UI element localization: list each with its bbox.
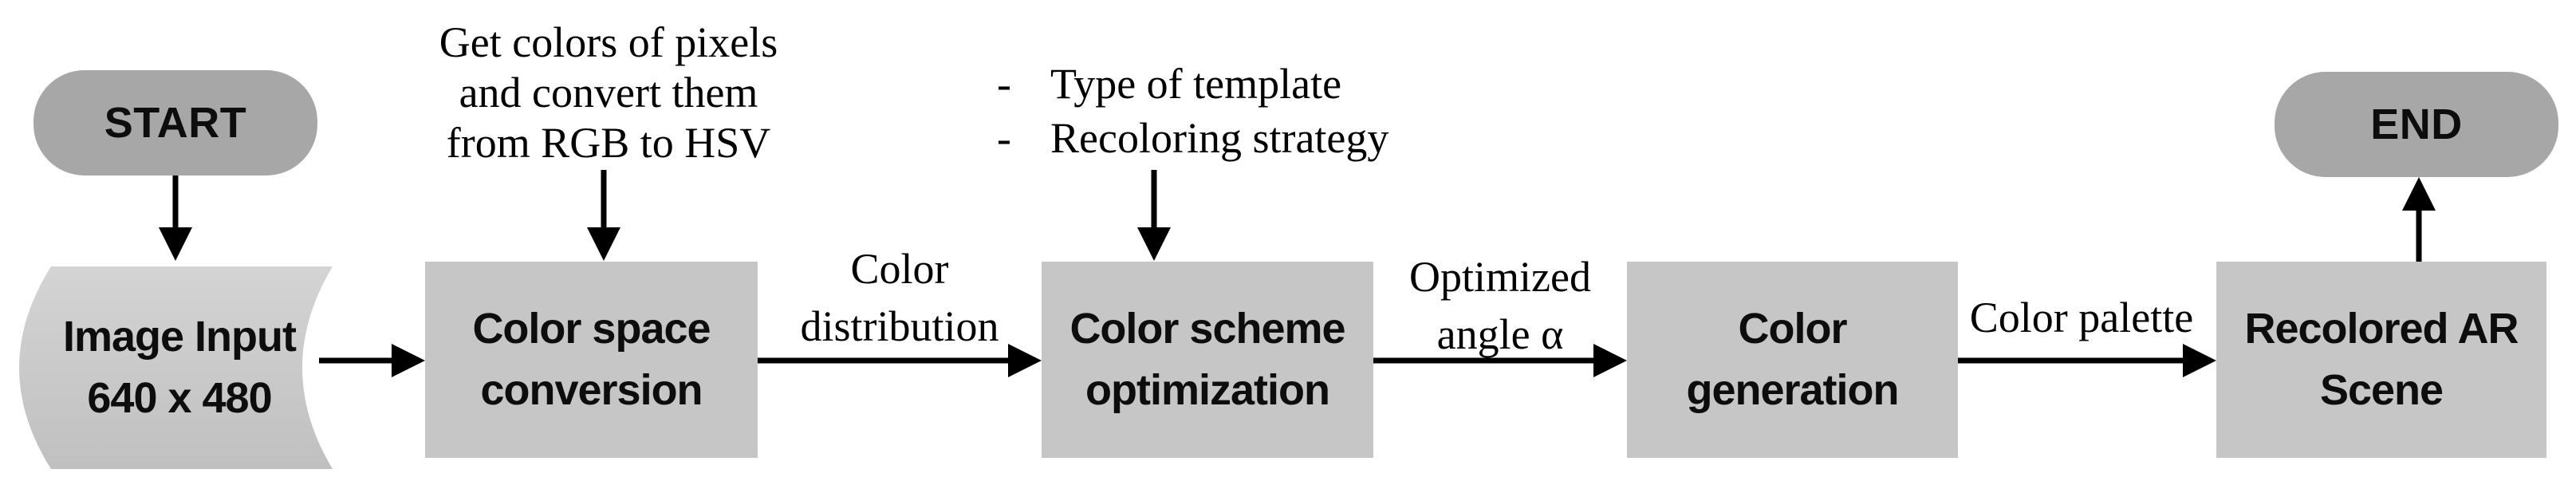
recolored-ar-scene-line1: Recolored AR <box>2244 305 2519 353</box>
color-generation-line1: Color <box>1738 305 1848 353</box>
end-node: END <box>2275 72 2558 177</box>
rgb-to-hsv-annotation: Get colors of pixels and convert them fr… <box>393 18 824 168</box>
image-input-line1: Image Input <box>62 313 297 361</box>
bullet-type-of-template: - Type of template <box>989 57 1499 111</box>
rgb-to-hsv-annotation-line3: from RGB to HSV <box>446 119 771 167</box>
recolored-ar-scene-line2: Scene <box>2319 366 2444 414</box>
bullet-recoloring-strategy-text: Recoloring strategy <box>1050 114 1389 162</box>
optimization-inputs-annotation: - Type of template - Recoloring strategy <box>989 57 1499 165</box>
image-input-line2: 640 x 480 <box>87 374 272 422</box>
edge-label-color-distribution: Color distribution <box>740 240 1059 355</box>
color-scheme-optimization-node: Color scheme optimization <box>1042 262 1373 458</box>
rgb-to-hsv-annotation-line2: and convert them <box>459 69 758 116</box>
edge-label-optimized-angle-line1: Optimized <box>1409 253 1591 301</box>
color-generation-line2: generation <box>1686 366 1899 414</box>
bullet-dash: - <box>997 114 1011 162</box>
edge-label-optimized-angle: Optimized angle α <box>1341 248 1660 363</box>
color-scheme-optimization-line2: optimization <box>1085 366 1330 414</box>
edge-label-color-distribution-line1: Color <box>850 245 949 293</box>
start-node: START <box>33 70 317 175</box>
rgb-to-hsv-annotation-line1: Get colors of pixels <box>439 18 778 66</box>
bullet-type-of-template-text: Type of template <box>1050 60 1342 108</box>
bullet-dash: - <box>997 60 1011 108</box>
color-space-conversion-line1: Color space <box>472 305 711 353</box>
edge-label-color-palette: Color palette <box>1969 294 2194 341</box>
image-input-node-label: Image Input 640 x 480 <box>24 266 335 469</box>
color-space-conversion-node: Color space conversion <box>425 262 758 458</box>
edge-label-optimized-angle-line2: angle α <box>1436 310 1564 358</box>
color-generation-node: Color generation <box>1627 262 1958 458</box>
image-input-shape <box>19 266 333 469</box>
recolored-ar-scene-node: Recolored AR Scene <box>2216 262 2546 458</box>
bullet-recoloring-strategy: - Recoloring strategy <box>989 111 1499 165</box>
edge-label-color-distribution-line2: distribution <box>800 302 999 350</box>
color-space-conversion-line2: conversion <box>480 366 703 414</box>
color-scheme-optimization-line1: Color scheme <box>1069 305 1345 353</box>
